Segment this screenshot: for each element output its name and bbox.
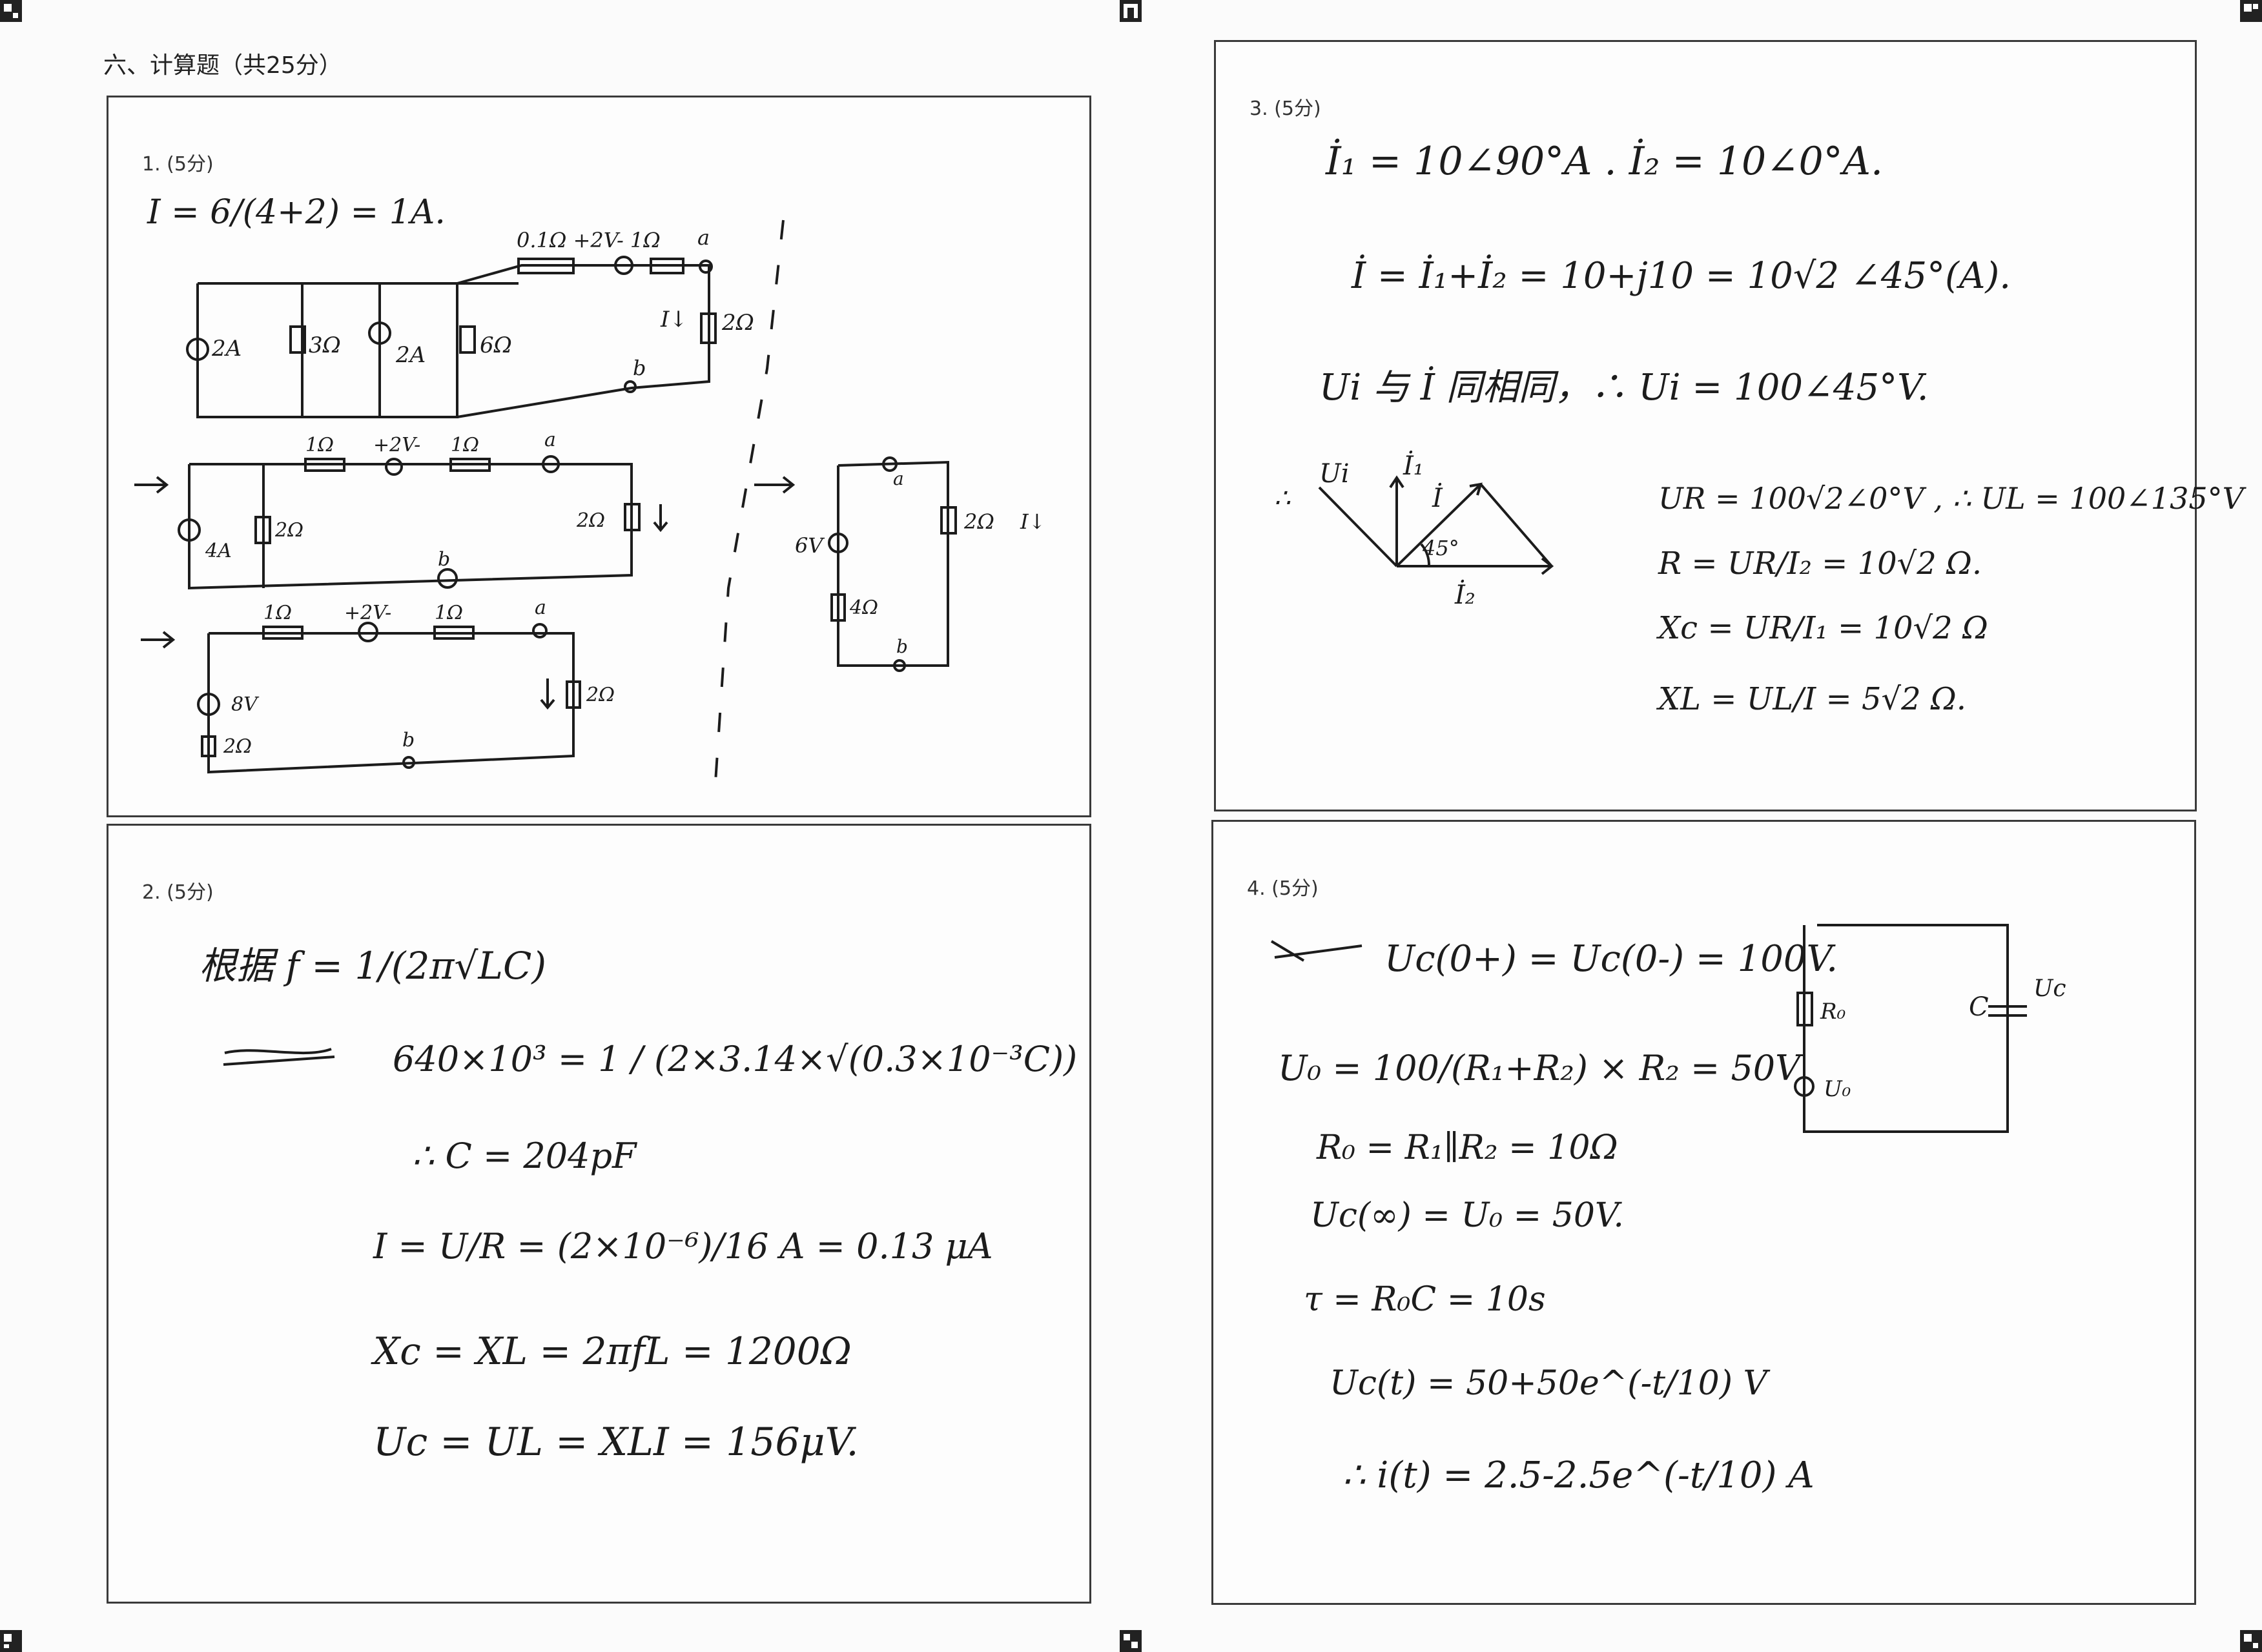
c2-r4-label: 2Ω — [576, 509, 605, 532]
question-4-panel: 4. (5分) Uc(0+) = Uc(0-) = 100V. U₀ = 100… — [1211, 820, 2196, 1605]
corner-marker-top-center — [1120, 0, 1142, 22]
q3-answer-line-5: R = UR/I₂ = 10√2 Ω. — [1658, 546, 1982, 582]
q4-answer-line-2: U₀ = 100/(R₁+R₂) × R₂ = 50V — [1278, 1048, 1801, 1088]
phasor-label-I1: İ₁ — [1403, 451, 1424, 481]
c3-r2-label: 1Ω — [435, 602, 463, 624]
c4-r1-label: 4Ω — [849, 597, 878, 619]
q2-answer-line-2: 640×10³ = 1 / (2×3.14×√(0.3×10⁻³C)) — [393, 1039, 1078, 1079]
phasor-label-I2: İ₂ — [1454, 580, 1475, 610]
q4-answer-line-6: Uc(t) = 50+50e^(-t/10) V — [1330, 1364, 1768, 1403]
c4-v-label: 6V — [795, 533, 825, 558]
corner-marker-bottom-center — [1120, 1630, 1142, 1652]
question-2-label: 2. (5分) — [142, 881, 214, 904]
q4-answer-line-1: Uc(0+) = Uc(0-) = 100V. — [1384, 938, 1838, 980]
question-1-label: 1. (5分) — [142, 153, 214, 176]
question-4-label: 4. (5分) — [1247, 877, 1319, 900]
q3-answer-line-6: Xc = UR/I₁ = 10√2 Ω — [1658, 610, 1988, 646]
corner-marker-bottom-left — [0, 1630, 22, 1652]
phasor-label-Ui: Ui — [1319, 459, 1350, 489]
corner-marker-top-left — [0, 0, 22, 22]
corner-marker-top-right — [2240, 0, 2262, 22]
q1-answer-line-1: I = 6/(4+2) = 1A. — [147, 193, 446, 232]
c4-b-label: b — [896, 636, 908, 657]
q4-answer-line-4: Uc(∞) = U₀ = 50V. — [1310, 1196, 1624, 1235]
question-2-panel: 2. (5分) 根据 f = 1/(2π√LC) 640×10³ = 1 / (… — [107, 824, 1091, 1604]
c3-v-label: +2V- — [344, 602, 391, 624]
q1-circuit-2: 1Ω +2V- 1Ω a 4A 2Ω 2Ω b — [178, 429, 668, 590]
c3-b-label: b — [402, 729, 415, 751]
q2-answer-line-3: ∴ C = 204pF — [412, 1136, 637, 1176]
phasor-label-45: 45° — [1422, 536, 1459, 560]
q2-answer-line-6: Uc = UL = XLI = 156μV. — [373, 1420, 859, 1465]
q4-C-label: C — [1969, 992, 1989, 1022]
c1-a-label: a — [697, 225, 710, 250]
c2-r1-label: 1Ω — [305, 434, 334, 456]
c1-r3-label: 2Ω — [721, 310, 754, 336]
q1-arrows — [134, 476, 796, 649]
q4-Uc-label: Uc — [2033, 975, 2066, 1002]
therefore-mark: ∴ — [1274, 484, 1291, 513]
c3-r4-label: 2Ω — [586, 684, 615, 706]
c3-r1-label: 1Ω — [263, 602, 292, 624]
c1-top-label: 0.1Ω +2V- 1Ω — [517, 228, 661, 252]
c4-I-label: I↓ — [1020, 509, 1045, 534]
q4-U0-label: U₀ — [1824, 1076, 1851, 1102]
c3-a-label: a — [535, 597, 546, 619]
q4-R0-label: R₀ — [1820, 999, 1846, 1025]
q2-answer-line-4: I = U/R = (2×10⁻⁶)/16 A = 0.13 μA — [373, 1226, 993, 1267]
q2-crossed-out-scribble — [223, 1048, 335, 1066]
c2-src-label: 4A — [205, 540, 232, 562]
q4-answer-line-5: τ = R₀C = 10s — [1304, 1280, 1546, 1319]
q3-answer-line-4: UR = 100√2∠0°V , ∴ UL = 100∠135°V — [1658, 481, 2244, 516]
c1-b-label: b — [633, 356, 646, 380]
q1-circuit-4: a 6V 4Ω 2Ω I↓ b — [795, 456, 1045, 672]
q3-phasor-diagram: Ui İ₁ İ 45° İ₂ ∴ — [1274, 451, 1554, 610]
c4-a-label: a — [893, 468, 904, 489]
q4-answer-line-7: ∴ i(t) = 2.5-2.5e^(-t/10) A — [1342, 1454, 1815, 1496]
q2-answer-line-1: 根据 f = 1/(2π√LC) — [199, 944, 546, 988]
question-1-panel: 1. (5分) I = 6/(4+2) = 1A. 0.1Ω +2V- 1Ω a… — [107, 96, 1091, 817]
c2-v-label: +2V- — [373, 434, 420, 456]
q4-answer-line-3: R₀ = R₁∥R₂ = 10Ω — [1317, 1128, 1618, 1167]
c1-r2-label: 6Ω — [480, 332, 512, 358]
q1-circuit-3: 1Ω +2V- 1Ω a 8V 2Ω 2Ω b — [197, 597, 615, 774]
q3-answer-line-7: XL = UL/I = 5√2 Ω. — [1658, 681, 1966, 717]
q3-answer-line-3: Ui 与 İ 同相同，∴ Ui = 100∠45°V. — [1319, 367, 1929, 409]
c1-r1-label: 3Ω — [309, 332, 341, 358]
corner-marker-bottom-right — [2240, 1630, 2262, 1652]
q1-circuit-diagrams: 0.1Ω +2V- 1Ω a 2A 3Ω 2A 6Ω I↓ 2Ω b — [134, 219, 1045, 782]
phasor-label-I: İ — [1432, 483, 1443, 513]
c4-r2-label: 2Ω — [963, 509, 994, 534]
question-3-panel: 3. (5分) İ₁ = 10∠90°A . İ₂ = 10∠0°A. İ = … — [1214, 40, 2244, 811]
section-title: 六、计算题（共25分） — [103, 52, 342, 79]
c1-src2-label: 2A — [395, 342, 426, 368]
question-3-label: 3. (5分) — [1249, 97, 1321, 120]
c3-src-label: 8V — [231, 693, 260, 716]
c1-src1-label: 2A — [211, 336, 242, 362]
q3-answer-line-1: İ₁ = 10∠90°A . İ₂ = 10∠0°A. — [1326, 139, 1884, 184]
q1-circuit-1: 0.1Ω +2V- 1Ω a 2A 3Ω 2A 6Ω I↓ 2Ω b — [186, 225, 754, 418]
c2-r3-label: 2Ω — [274, 519, 303, 542]
c1-I-label: I↓ — [660, 307, 688, 332]
c2-b-label: b — [438, 548, 450, 571]
c2-r2-label: 1Ω — [451, 434, 479, 456]
q2-answer-line-5: Xc = XL = 2πfL = 1200Ω — [373, 1329, 852, 1373]
c2-a-label: a — [544, 429, 556, 451]
q4-rc-circuit: R₀ U₀ C Uc — [1270, 924, 2066, 1133]
c3-r3-label: 2Ω — [223, 735, 252, 758]
q3-answer-line-2: İ = İ₁+İ₂ = 10+j10 = 10√2 ∠45°(A). — [1352, 255, 2011, 297]
